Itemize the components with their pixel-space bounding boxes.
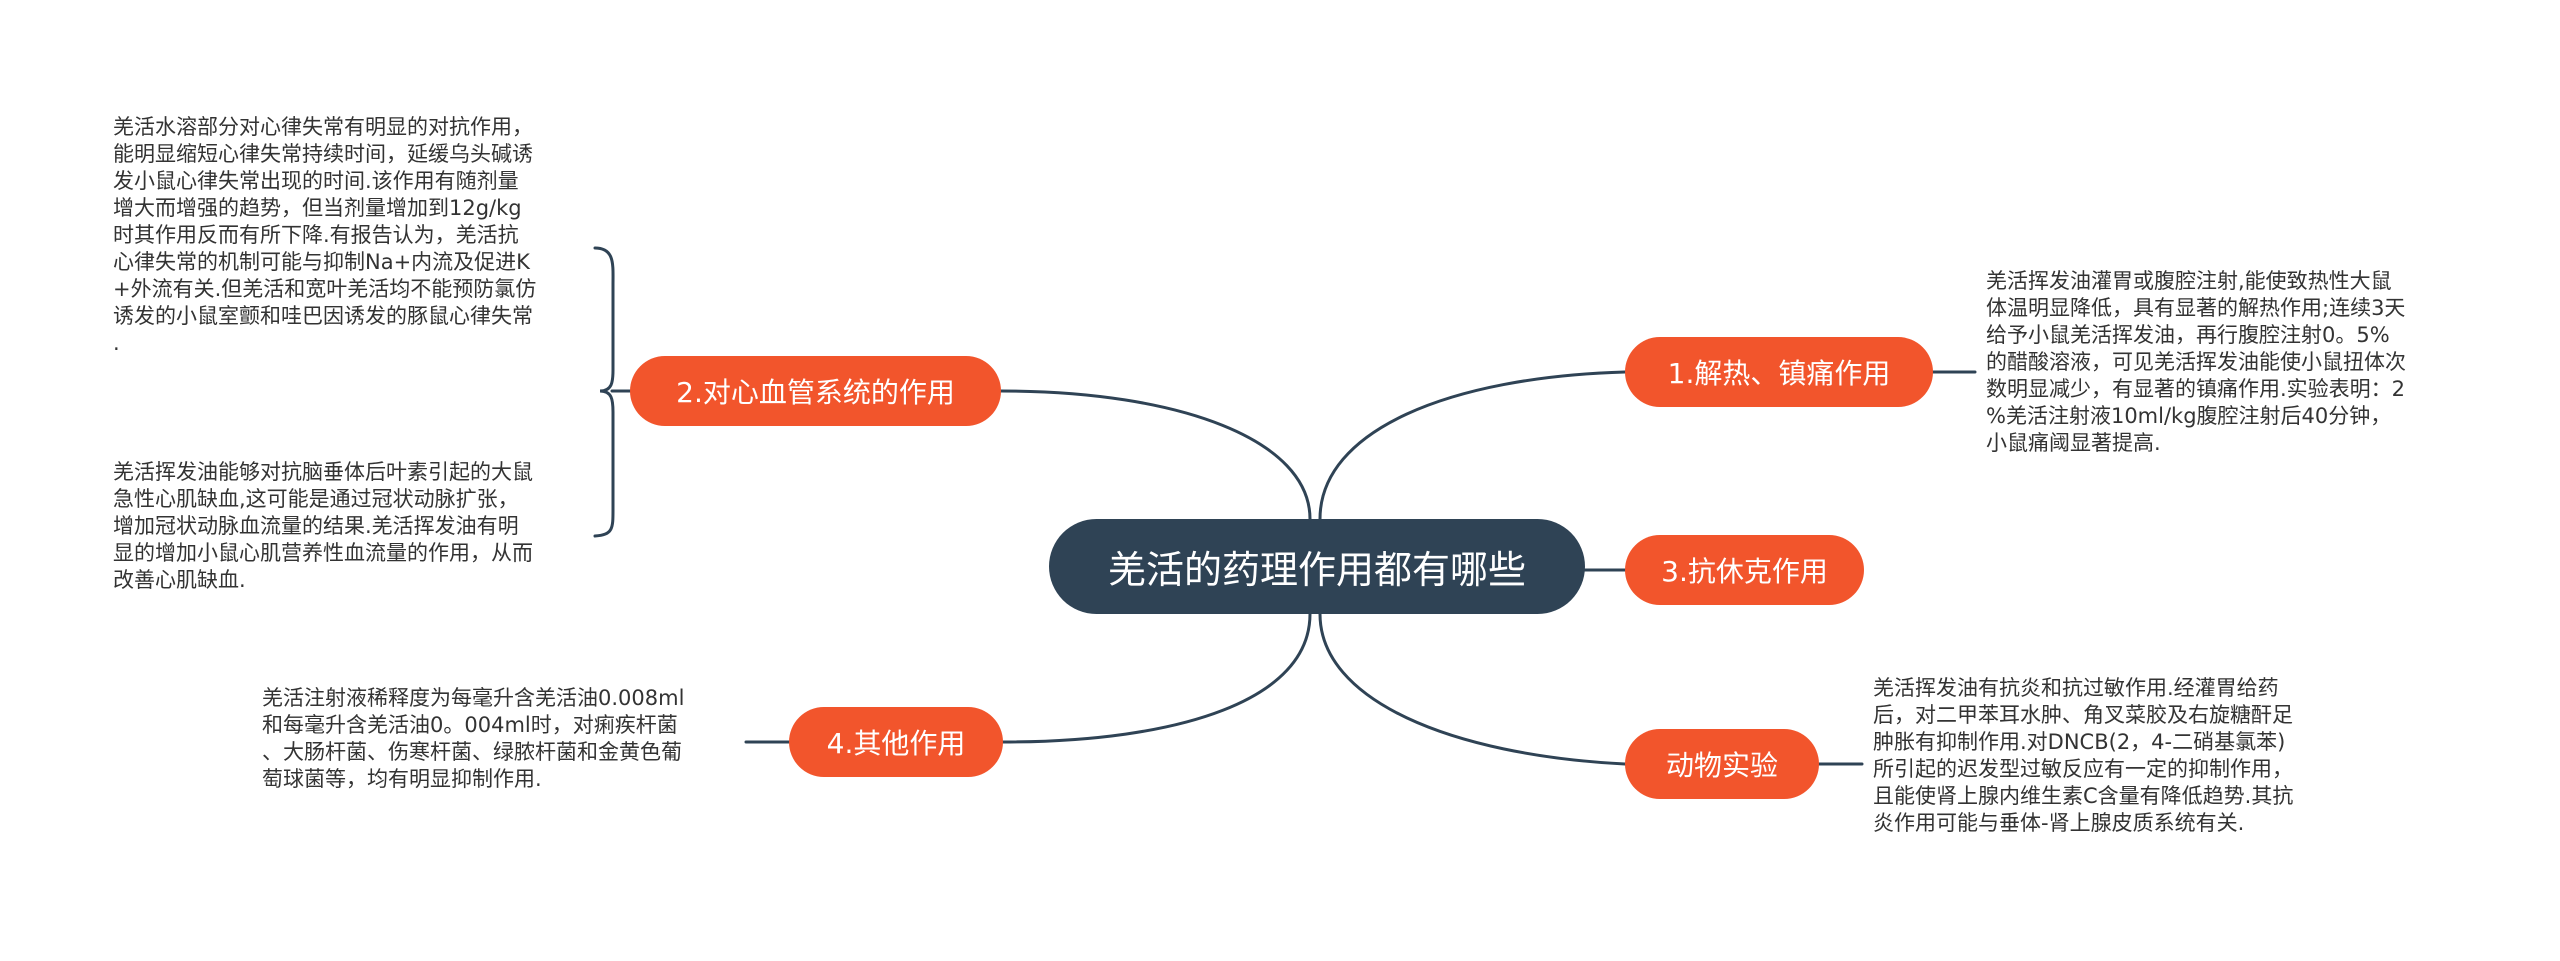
branch-other-effects[interactable]: 4.其他作用	[789, 707, 1003, 777]
central-topic[interactable]: 羌活的药理作用都有哪些	[1049, 519, 1585, 614]
note-cardiovascular-arrhythmia: 羌活水溶部分对心律失常有明显的对抗作用， 能明显缩短心律失常持续时间，延缓乌头碱…	[113, 115, 537, 355]
note-cardiovascular-ischemia: 羌活挥发油能够对抗脑垂体后叶素引起的大鼠 急性心肌缺血,这可能是通过冠状动脉扩张…	[113, 460, 533, 592]
branch-animal-experiment[interactable]: 动物实验	[1625, 729, 1819, 799]
connector-central-b5	[1318, 612, 1627, 766]
connector-central-b2	[999, 389, 1312, 521]
branch-cardiovascular[interactable]: 2.对心血管系统的作用	[630, 356, 1001, 426]
branch-anti-shock[interactable]: 3.抗休克作用	[1625, 535, 1864, 605]
connector-b2-bracket	[593, 246, 615, 538]
branch-antipyretic-analgesic[interactable]: 1.解热、镇痛作用	[1625, 337, 1933, 407]
note-other-effects: 羌活注射液稀释度为每毫升含羌活油0.008ml 和每毫升含羌活油0。004ml时…	[262, 686, 685, 791]
connector-central-b4	[1001, 612, 1312, 744]
connector-central-b1	[1318, 370, 1627, 521]
note-antipyretic-analgesic: 羌活挥发油灌胃或腹腔注射,能使致热性大鼠 体温明显降低，具有显著的解热作用;连续…	[1986, 269, 2406, 455]
note-animal-experiment: 羌活挥发油有抗炎和抗过敏作用.经灌胃给药 后，对二甲苯耳水肿、角叉菜胶及右旋糖酐…	[1873, 676, 2294, 835]
